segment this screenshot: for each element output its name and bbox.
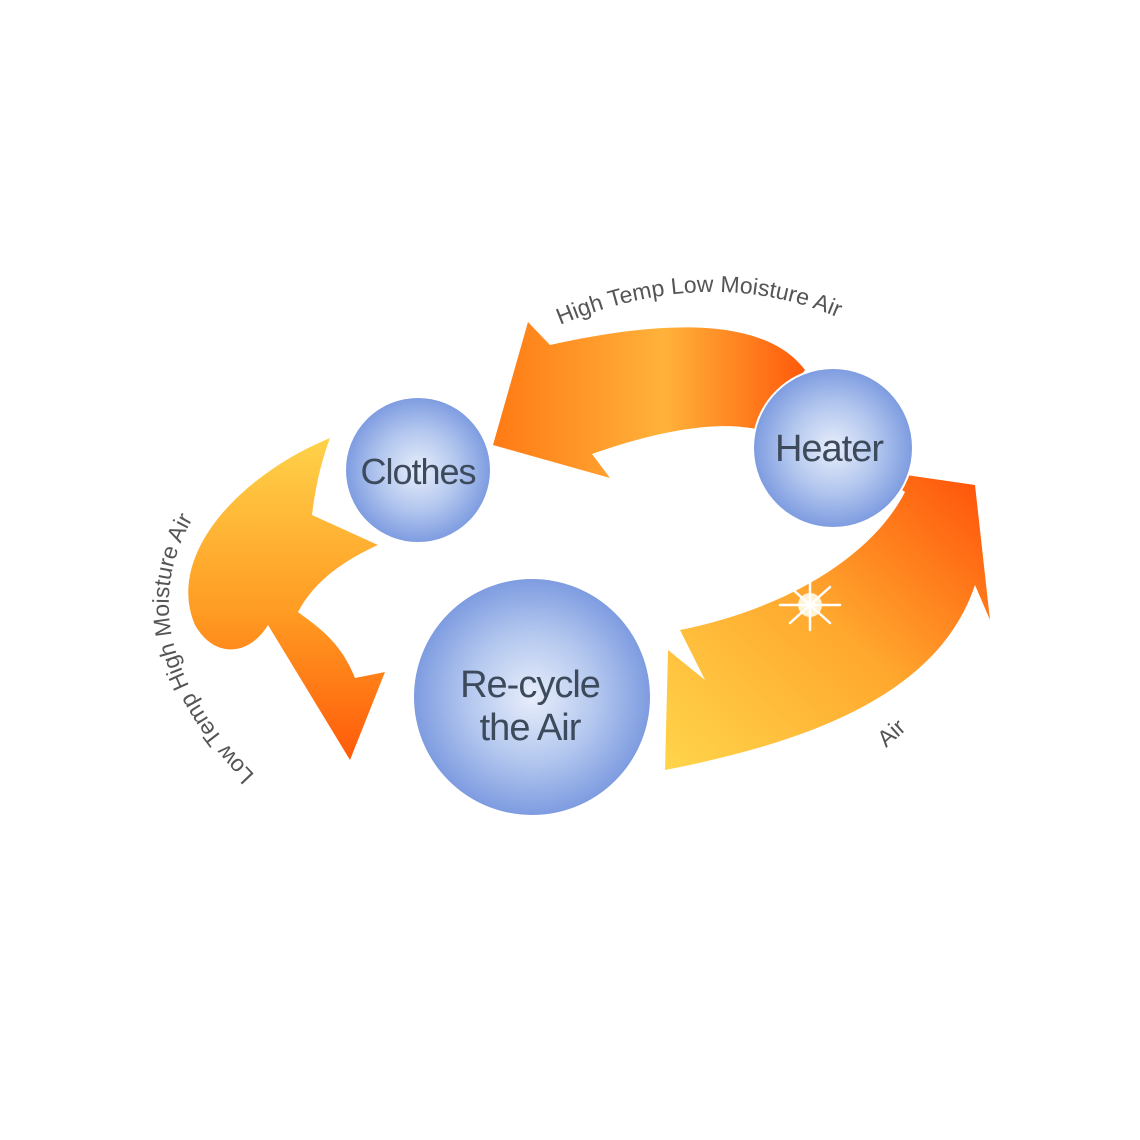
recycle-node — [412, 577, 652, 817]
heater-node — [752, 367, 914, 529]
flow-arrow-heater-to-clothes — [493, 322, 805, 478]
clothes-node — [344, 396, 492, 544]
recycle-label-line2: the Air — [480, 707, 582, 749]
top-flow-label: High Temp Low Moisture Air — [552, 271, 846, 330]
right-flow-label: Air — [872, 713, 911, 751]
recycle-label-line1: Re-cycle — [460, 664, 600, 706]
sparkle-icon — [778, 578, 842, 632]
flow-arrow-clothes-to-recycle — [188, 438, 385, 760]
heater-label: Heater — [775, 428, 884, 470]
clothes-label: Clothes — [360, 451, 475, 492]
